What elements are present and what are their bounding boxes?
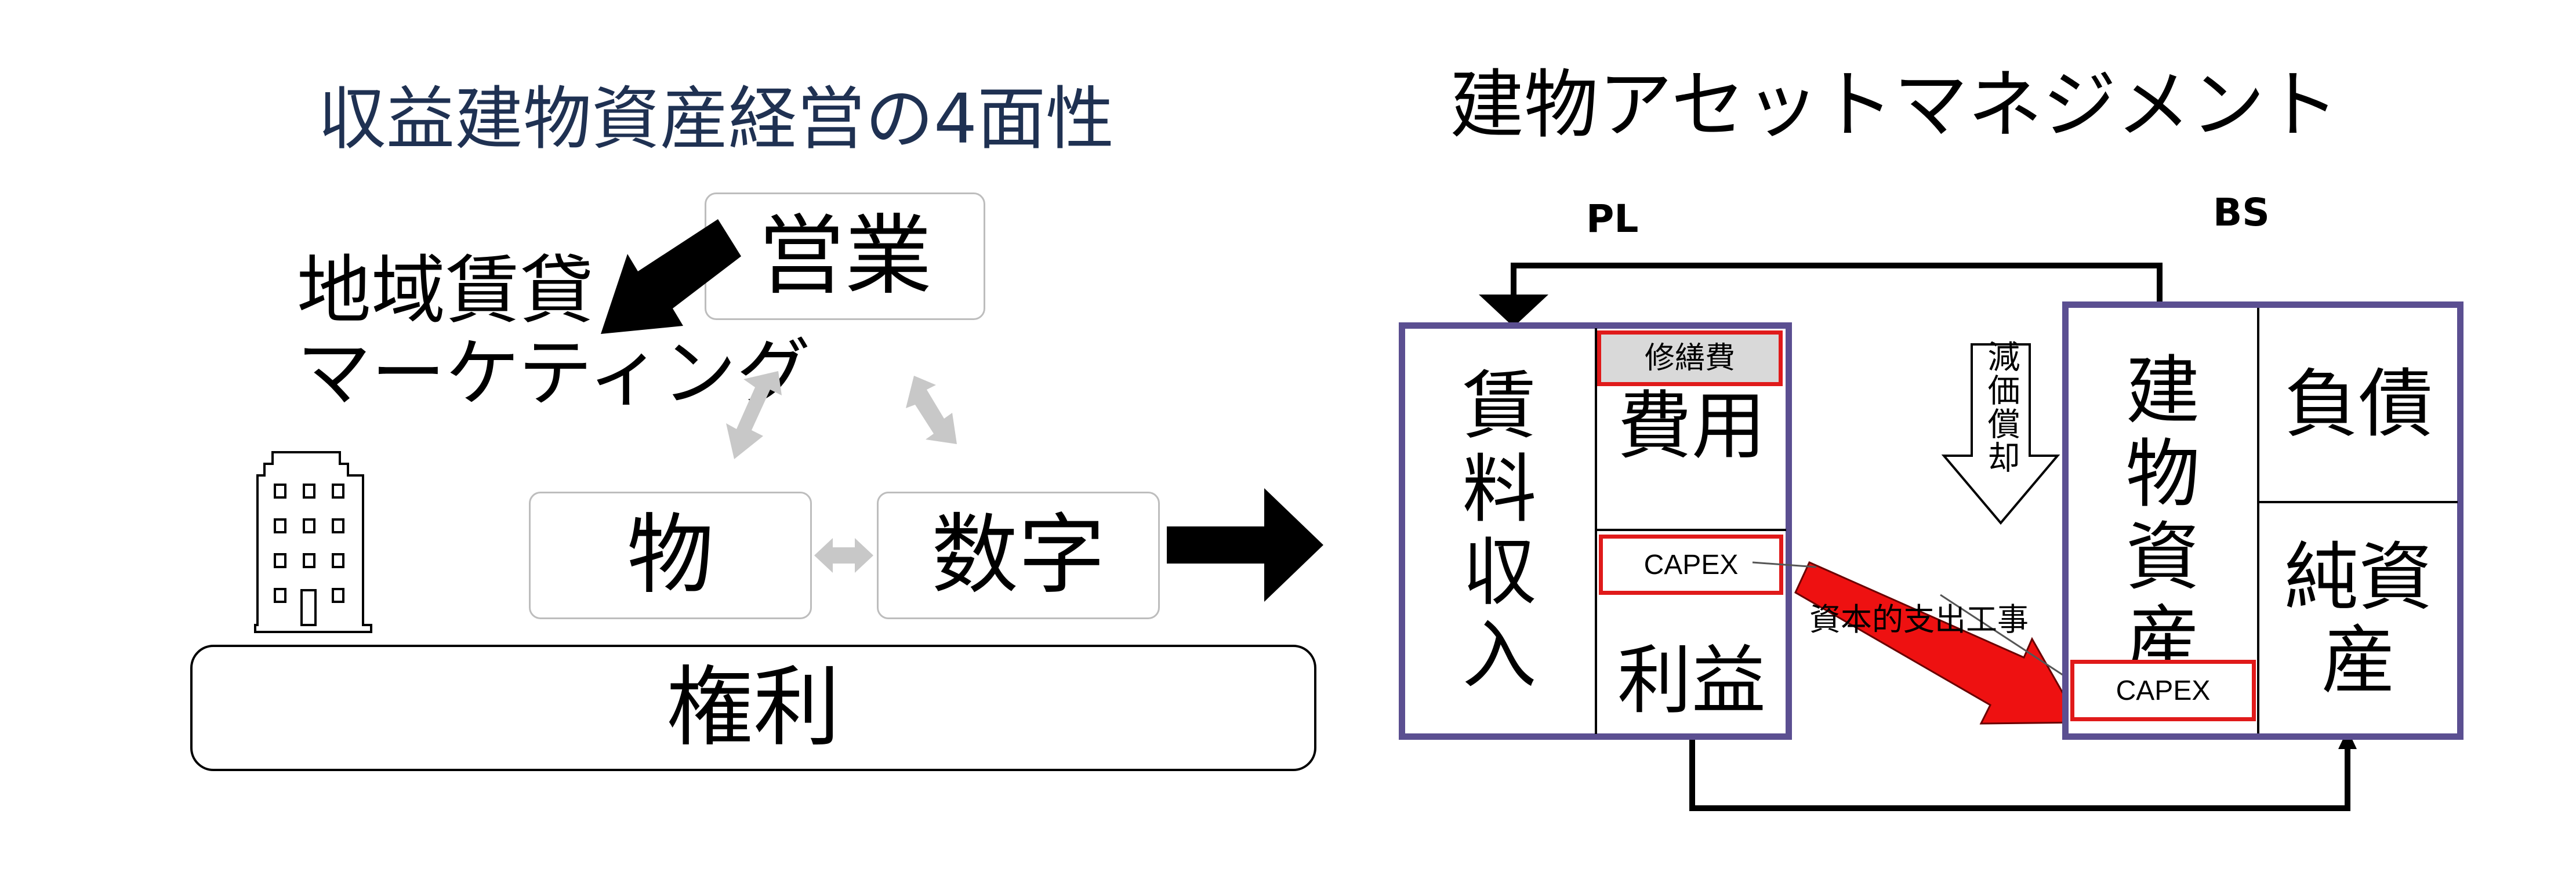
bs-to-pl-line [1511,263,2163,308]
suji-label: 数字 [931,505,1105,606]
liabilities-label: 負債 [2284,361,2433,448]
left-arrows-layer [254,219,1323,633]
suji-to-asset-management-arrow [1167,488,1323,602]
capex-pl-label: CAPEX [1643,549,1739,580]
depreciation-arrow-layer [1752,343,2081,725]
four-aspects-title: 収益建物資産経営の4面性 [318,79,1115,159]
capex-pl-leader-line [1752,561,1817,568]
capital-expenditure-label: 資本的支出工事 [1809,601,2029,638]
building-icon [254,451,372,633]
pl-divider-vertical [1595,328,1597,734]
eigyo-suji-double-arrow [906,376,957,444]
mono-label: 物 [626,505,714,606]
pl-label: PL [1586,197,1639,241]
marketing-mono-double-arrow [726,371,782,459]
capex-bs-label: CAPEX [2116,675,2211,706]
suji-box: 数字 [877,492,1160,619]
marketing-line-2: マーケティング [297,330,811,417]
eigyo-to-marketing-arrow [601,219,741,334]
pl-divider-horizontal [1597,529,1786,531]
kenri-label: 権利 [666,657,840,758]
bs-divider-horizontal [2259,501,2458,503]
capital-expenditure-arrow [1794,561,2081,725]
repair-cost-label: 修繕費 [1644,341,1735,376]
bs-to-pl-arrowhead [1479,295,1548,327]
flow-lines-layer [1479,263,2357,811]
capex-bs-leader-line [1940,594,2065,677]
mono-box: 物 [529,492,812,619]
liabilities-cell: 負債 [2259,308,2458,501]
asset-management-title: 建物アセットマネジメント [1450,62,2339,148]
rent-income-cell: 賃料収入 [1405,329,1595,733]
capex-bs-box: CAPEX [2070,660,2256,721]
marketing-line-1: 地域賃貸 [297,248,594,334]
depreciation-hollow-arrow [1941,343,2060,525]
depreciation-label: 減価償却 [1982,340,2020,474]
expense-cell: 費用 [1597,386,1786,467]
kenri-box: 権利 [190,645,1316,771]
marketing-label: 地域賃貸 マーケティング [297,249,811,416]
eigyo-box: 営業 [705,192,985,320]
profit-cell: 利益 [1597,638,1786,725]
bs-divider-vertical [2257,308,2259,733]
building-asset-cell: 建物資産 [2069,350,2257,682]
bs-label: BS [2213,190,2270,235]
building-asset-label: 建物資産 [2125,348,2200,684]
rent-income-label: 賃料収入 [1462,363,1538,699]
mono-suji-double-arrow [814,538,873,573]
repair-cost-box: 修繕費 [1597,330,1783,386]
expense-label: 費用 [1617,383,1766,470]
profit-to-bs-line [1689,736,2350,811]
profit-label: 利益 [1617,638,1766,724]
eigyo-label: 営業 [757,206,932,307]
net-assets-cell: 純資産 [2259,503,2458,735]
net-assets-label: 純資産 [2284,534,2433,704]
